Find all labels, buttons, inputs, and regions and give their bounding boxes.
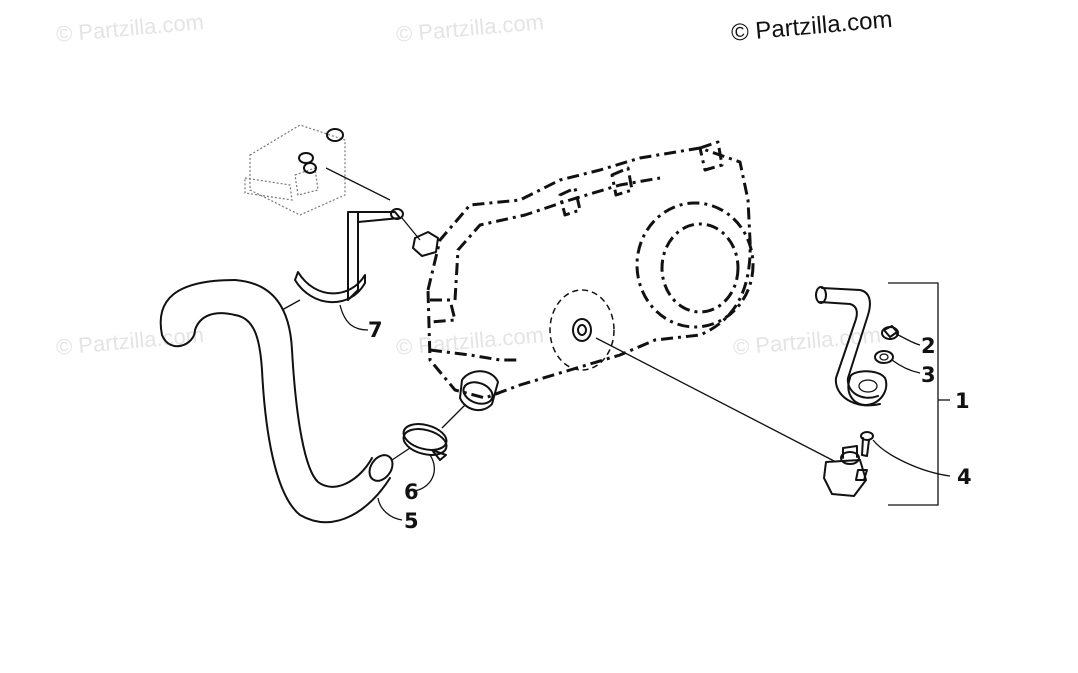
- bracket-part-7: [294, 167, 439, 304]
- fitting-part-4: [823, 431, 874, 497]
- screw-washer-parts: [874, 325, 899, 364]
- cvt-case-phantom: [426, 140, 837, 463]
- callout-1: 1: [955, 389, 970, 413]
- elbow-tube-assembly: [815, 286, 888, 407]
- clamp-part-6: [391, 404, 466, 461]
- callout-3: 3: [921, 363, 936, 387]
- callout-6: 6: [404, 480, 419, 504]
- leader-lines: [339, 282, 951, 521]
- hose-part-5: [159, 279, 394, 524]
- callout-4: 4: [957, 465, 972, 489]
- callout-7: 7: [368, 318, 383, 342]
- callout-5: 5: [404, 509, 419, 533]
- frame-mount-reference: [244, 124, 346, 216]
- callout-labels: 1 2 3 4 5 6 7: [368, 318, 972, 533]
- callout-2: 2: [921, 334, 936, 358]
